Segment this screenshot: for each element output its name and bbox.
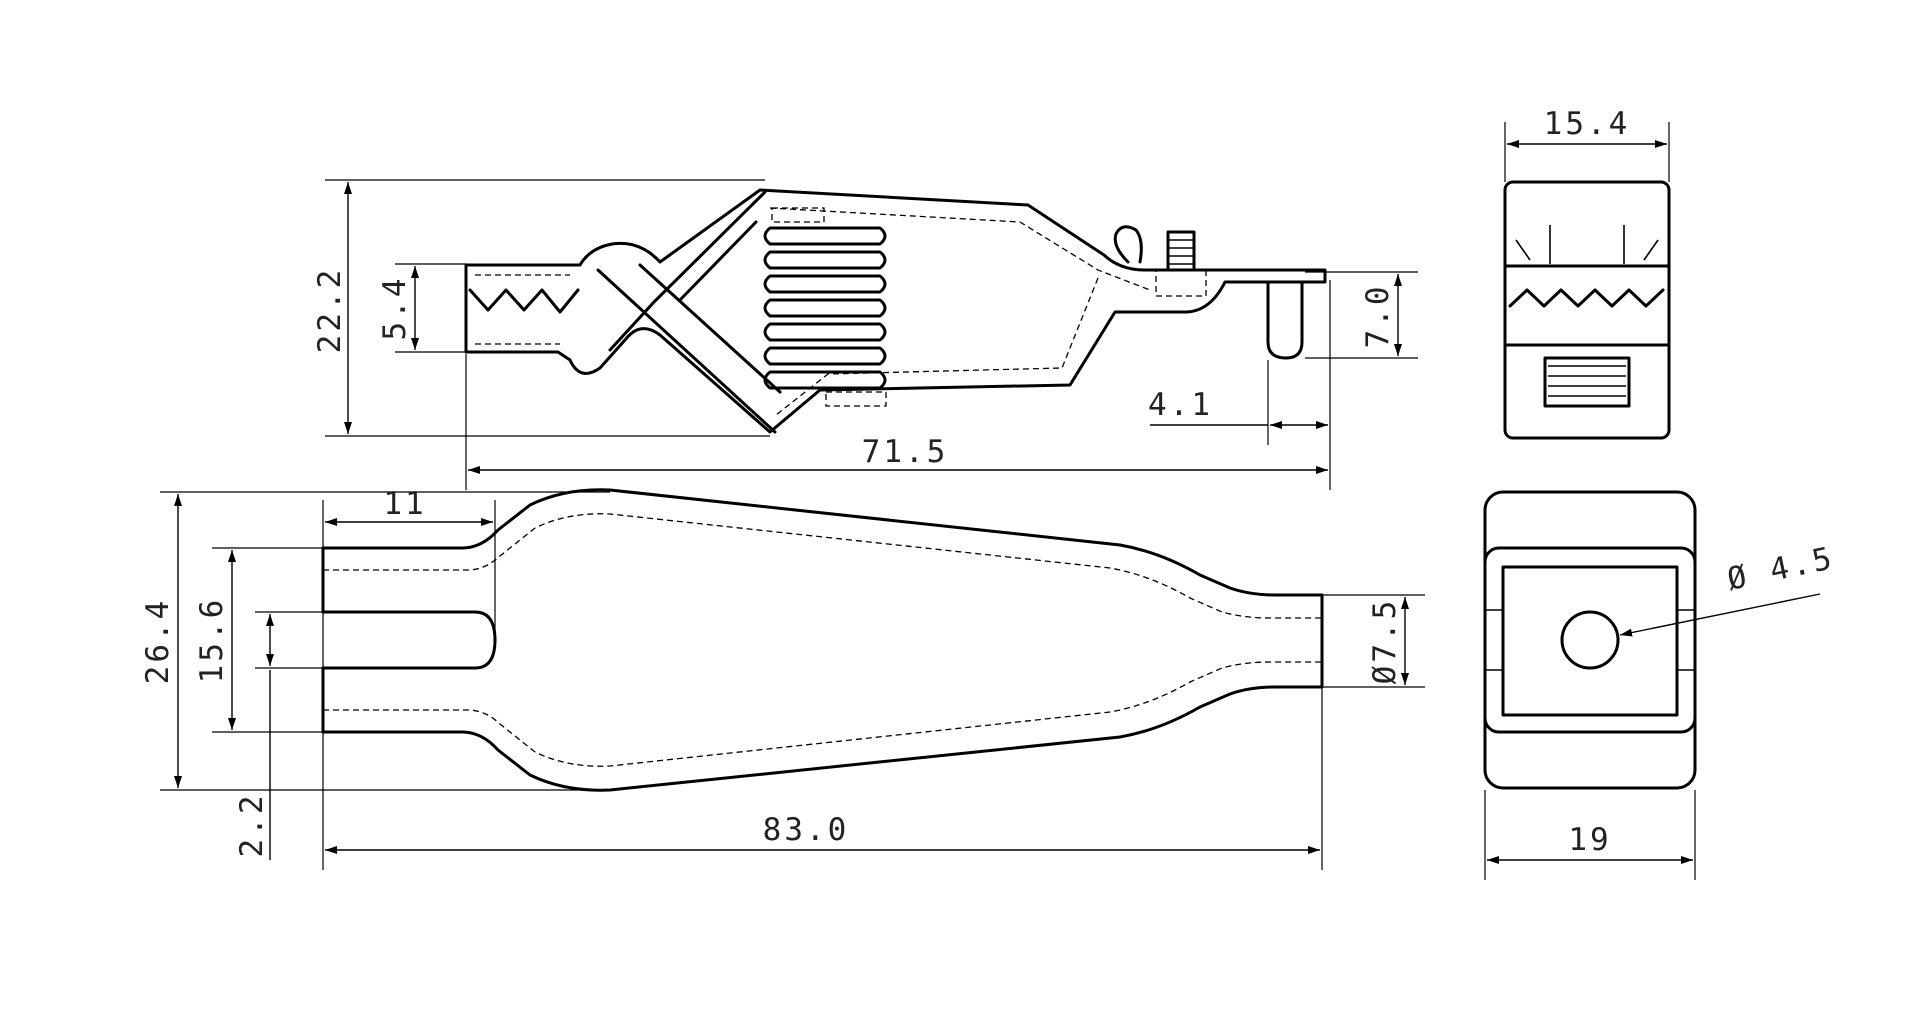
dim-slot-depth: 11 <box>383 486 426 522</box>
end-outline <box>1503 180 1671 440</box>
dim-jaw-opening: 5.4 <box>377 276 413 341</box>
clip-outline <box>464 188 1327 434</box>
end-spring-box <box>1543 356 1631 408</box>
upper-arm-cross-inner <box>678 220 758 302</box>
dim-tail-height: 7.0 <box>1360 284 1396 349</box>
upper-arm-cross <box>608 190 767 352</box>
dim-slot-offset: 2.2 <box>234 793 270 858</box>
dim-end-width: 15.4 <box>1544 106 1631 142</box>
dim-slot-width: 15.6 <box>194 597 230 684</box>
dim-base-width: 19 <box>1568 822 1611 858</box>
end-view: 15.4 <box>1503 106 1671 440</box>
end-teeth <box>1508 288 1665 308</box>
front-inner-square <box>1501 565 1679 717</box>
tail-tab <box>1266 280 1304 360</box>
boot-outline <box>321 488 1324 792</box>
hidden-arm-line <box>769 207 1151 416</box>
dim-overall-length: 83.0 <box>763 812 850 848</box>
front-outline <box>1483 490 1697 790</box>
jaw-teeth <box>468 288 580 314</box>
dim-hole-diameter: Ø 4.5 <box>1724 540 1837 598</box>
top-view: 26.4 15.6 2.2 11 83.0 Ø7.5 <box>140 486 1425 870</box>
hole <box>1560 610 1620 670</box>
solder-lug <box>1113 225 1143 264</box>
dim-side-length: 71.5 <box>862 434 949 470</box>
lower-arm-inner <box>638 263 782 394</box>
hidden-jaw-line <box>475 274 570 345</box>
boot-hidden <box>323 513 1322 767</box>
side-view: 22.2 5.4 7.0 4.1 71.5 <box>312 179 1418 490</box>
spring <box>763 207 887 407</box>
front-view: Ø 4.5 19 <box>1483 490 1838 880</box>
dim-top-width: 26.4 <box>140 598 176 685</box>
dim-tail-width: 4.1 <box>1148 387 1213 423</box>
screw <box>1155 230 1207 297</box>
dim-side-height: 22.2 <box>312 267 348 354</box>
dim-boot-diameter: Ø7.5 <box>1367 598 1403 685</box>
